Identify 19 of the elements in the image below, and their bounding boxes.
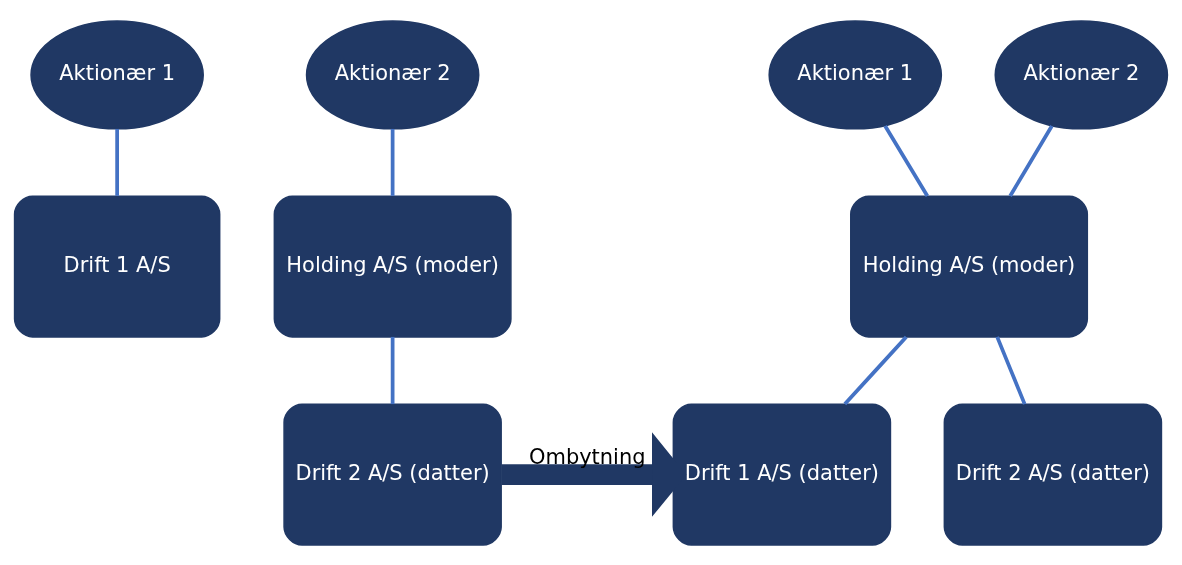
arrow — [501, 431, 687, 517]
node-box: Holding A/S (moder) — [273, 194, 512, 338]
edge-label: Ombytning — [529, 444, 646, 469]
node-ellipse: Aktionær 1 — [30, 19, 204, 130]
connector — [883, 124, 929, 197]
connector — [995, 335, 1027, 405]
connector — [390, 128, 395, 196]
connector — [390, 336, 395, 404]
node-ellipse: Aktionær 2 — [305, 19, 480, 130]
node-ellipse: Aktionær 2 — [994, 19, 1169, 130]
node-box: Drift 2 A/S (datter) — [943, 403, 1163, 546]
node-box: Drift 1 A/S — [13, 194, 221, 338]
connector — [1008, 124, 1054, 197]
connector — [115, 128, 119, 196]
node-box: Drift 2 A/S (datter) — [283, 403, 502, 546]
node-box: Holding A/S (moder) — [850, 194, 1089, 338]
node-box: Drift 1 A/S (datter) — [672, 403, 892, 546]
connector — [843, 335, 908, 405]
node-ellipse: Aktionær 1 — [768, 19, 943, 130]
